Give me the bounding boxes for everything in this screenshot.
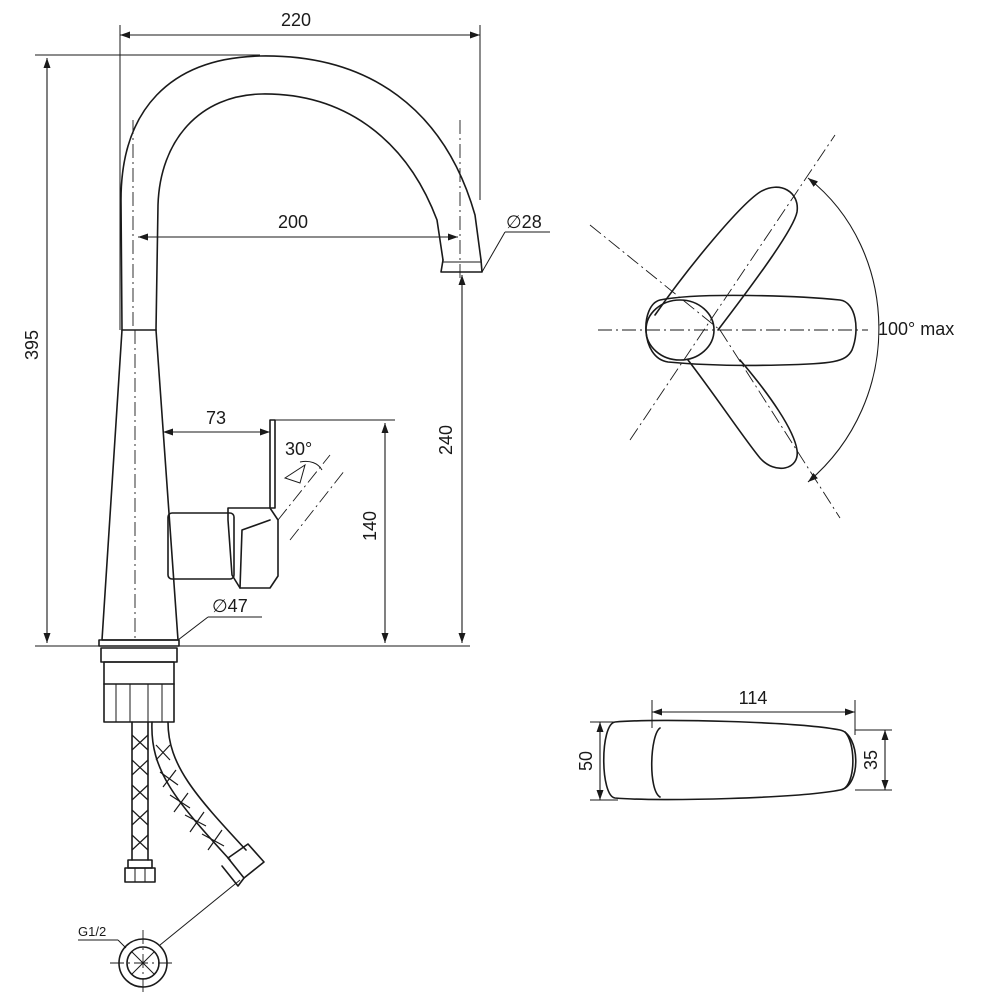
dim-200-label: 200 xyxy=(278,212,308,232)
dim-114-label: 114 xyxy=(739,688,768,708)
dim-240-label: 240 xyxy=(436,425,456,455)
thread-label: G1/2 xyxy=(78,924,106,939)
dimension-lines xyxy=(35,25,550,647)
faucet-side-view xyxy=(78,55,483,995)
dim-30-degree-label: 30° xyxy=(285,439,312,459)
dim-body-diameter-label: ∅47 xyxy=(212,596,248,616)
dim-220-label: 220 xyxy=(281,10,311,30)
handle-rotation-view xyxy=(589,134,880,519)
dim-50-label: 50 xyxy=(576,751,596,771)
dim-35-label: 35 xyxy=(861,750,881,770)
dim-395-label: 395 xyxy=(22,330,42,360)
dim-140-label: 140 xyxy=(360,511,380,541)
dim-73-label: 73 xyxy=(206,408,226,428)
dim-outlet-diameter-label: ∅28 xyxy=(506,212,542,232)
rotation-label: 100° max xyxy=(878,319,954,339)
handle-profile-view xyxy=(590,700,892,801)
